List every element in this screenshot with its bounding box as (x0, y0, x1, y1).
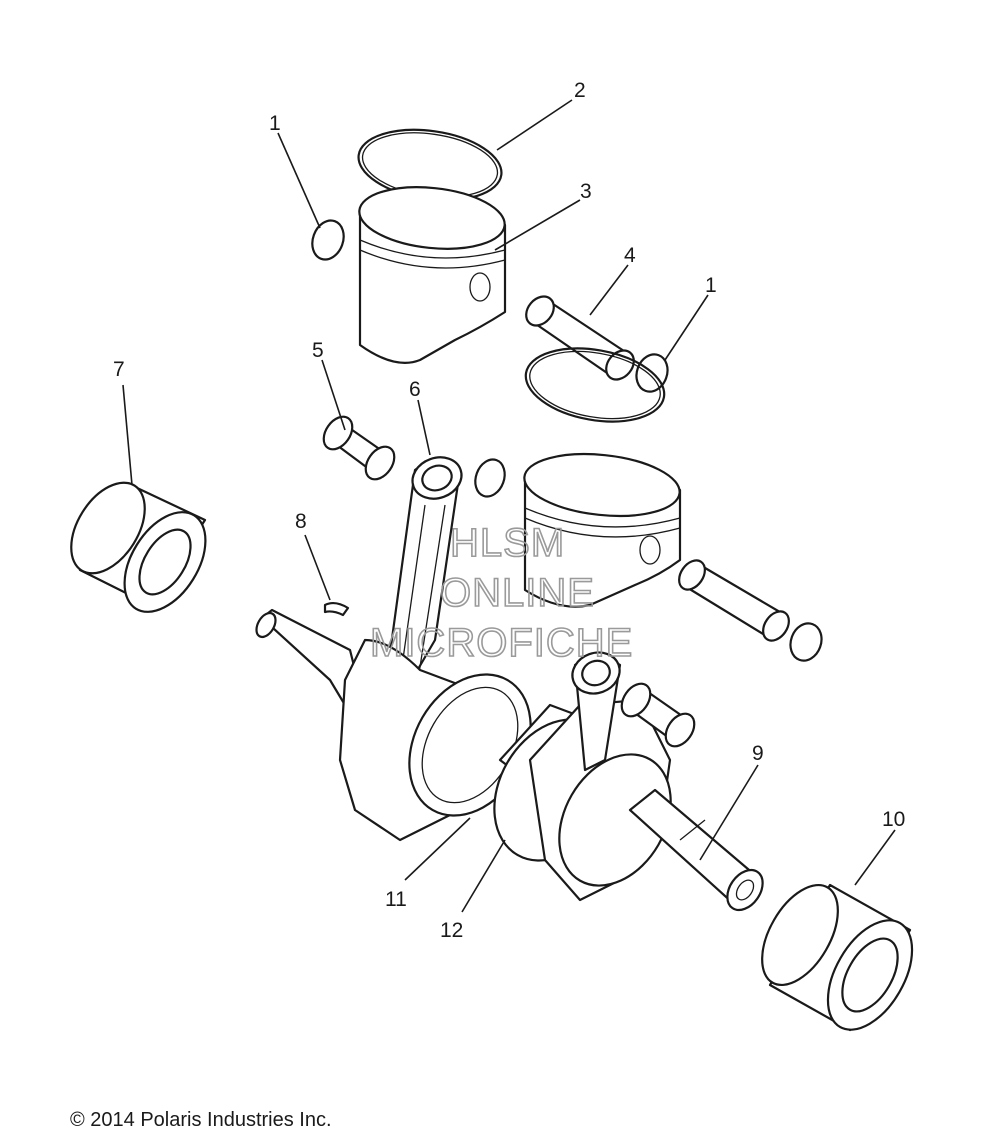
piston-ring-lower[interactable] (520, 338, 670, 431)
callout-2: 2 (574, 79, 586, 102)
callout-10: 10 (882, 808, 905, 831)
callout-11: 11 (385, 888, 407, 911)
circlip-right[interactable] (631, 350, 672, 396)
svg-text:ONLINE: ONLINE (440, 571, 595, 615)
leader-lines (122, 99, 896, 913)
callout-7: 7 (113, 358, 125, 381)
callout-9: 9 (752, 742, 764, 765)
svg-text:HLSM: HLSM (450, 521, 565, 565)
piston-pin-lower[interactable] (674, 556, 794, 646)
callout-1-left: 1 (269, 112, 281, 135)
connecting-rod-right[interactable] (567, 646, 626, 772)
callout-1-right: 1 (705, 274, 717, 297)
watermark: HLSM ONLINE MICROFICHE (369, 520, 633, 666)
piston-top[interactable] (356, 181, 507, 364)
callout-4: 4 (624, 244, 636, 267)
circlip-lower[interactable] (785, 619, 826, 665)
piston-pin-top[interactable] (521, 291, 640, 385)
svg-text:MICROFICHE: MICROFICHE (370, 621, 633, 665)
callout-3: 3 (580, 180, 592, 203)
circlip-middle[interactable] (470, 455, 509, 500)
needle-bearing-upper[interactable] (318, 411, 400, 484)
callout-6: 6 (409, 378, 421, 401)
piston-lower[interactable] (521, 447, 682, 608)
connecting-rod-left[interactable] (383, 451, 467, 702)
circlip-left[interactable] (307, 216, 349, 264)
needle-bearing-lower[interactable] (616, 678, 700, 751)
callout-5: 5 (312, 339, 324, 362)
woodruff-key[interactable] (323, 601, 350, 617)
callout-12: 12 (440, 919, 463, 942)
copyright-notice: © 2014 Polaris Industries Inc. (70, 1109, 332, 1131)
main-bearing-right[interactable] (747, 872, 930, 1044)
callout-8: 8 (295, 510, 307, 533)
main-bearing-left[interactable] (56, 470, 222, 626)
crankshaft[interactable] (253, 608, 770, 917)
